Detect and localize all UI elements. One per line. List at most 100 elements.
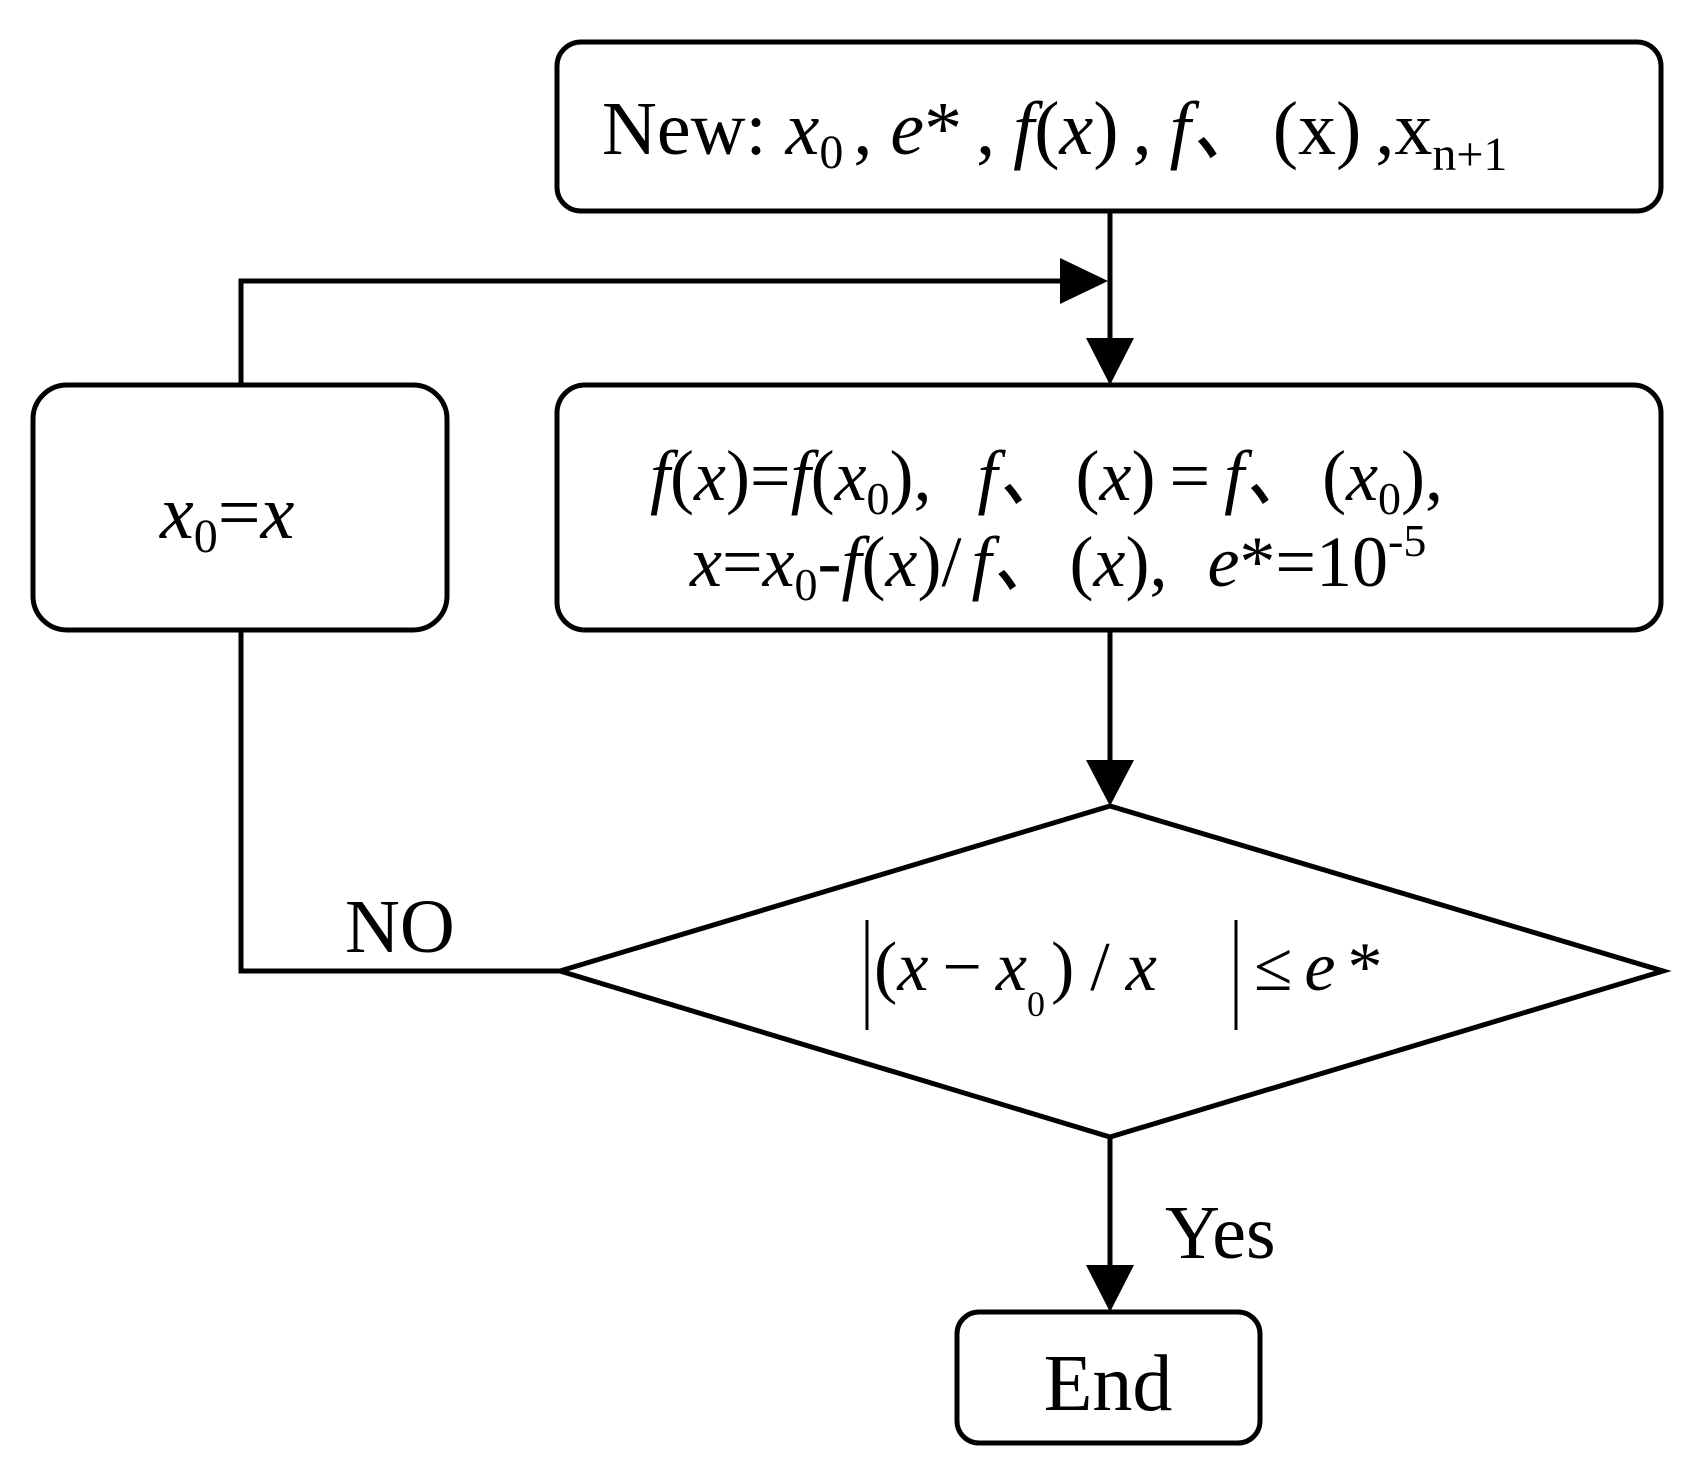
- start-var-x: x: [785, 87, 820, 171]
- start-paren-close-1: ): [1093, 87, 1118, 171]
- c1-x0-2: x: [1345, 436, 1378, 516]
- update-box: [30, 382, 450, 633]
- dec-open: (: [874, 929, 897, 1006]
- arrowhead-loop-return: [1060, 258, 1108, 304]
- c1-eq-2: =: [1169, 436, 1210, 516]
- start-sep-1: ,: [853, 87, 872, 171]
- c1-open-3: (: [1076, 436, 1100, 516]
- start-var-fx-x: x: [1059, 87, 1094, 171]
- start-var-fprime-x: x: [1298, 87, 1336, 171]
- c2-x0-sub: 0: [795, 559, 818, 610]
- c1-x0-sub: 0: [867, 473, 890, 524]
- c2-slash: /: [941, 522, 961, 602]
- start-paren-open-1: (: [1034, 87, 1059, 171]
- connectors: [238, 211, 1134, 1312]
- update-x0: x: [159, 471, 194, 555]
- c1-x0: x: [834, 436, 867, 516]
- c1-open-2: (: [811, 436, 835, 516]
- c1-close-4: ): [1401, 436, 1425, 516]
- c1-comma-2: ,: [1425, 436, 1443, 516]
- start-var-xn-sub: n+1: [1432, 128, 1507, 181]
- c2-eq-1: =: [722, 522, 763, 602]
- c1-open-1: (: [670, 436, 694, 516]
- c1-close-1: ): [726, 436, 750, 516]
- c2-x-2: x: [885, 522, 918, 602]
- c2-x-3: x: [1093, 522, 1126, 602]
- dec-leq: ≤: [1254, 929, 1292, 1006]
- decision-rhs: ≤e*: [1254, 929, 1383, 1006]
- c2-exp: -5: [1388, 515, 1426, 566]
- c1-open-4: (: [1322, 436, 1346, 516]
- c1-close-3: ): [1131, 436, 1155, 516]
- start-text: New: x0,e*,f(x),f、(x),xn+1: [602, 87, 1507, 181]
- dec-slash: /: [1090, 929, 1110, 1006]
- c1-fprime: f、: [978, 436, 1070, 516]
- c2-open-1: (: [862, 522, 886, 602]
- compute-node: f(x)=f(x0),f、(x)=f、(x0), x=x0-f(x)/f、(x)…: [554, 382, 1664, 633]
- edge-update-to-loop: [238, 278, 1065, 385]
- start-prefix: New:: [602, 87, 786, 171]
- start-sep-3: ,: [1133, 87, 1152, 171]
- start-var-xn: x: [1394, 87, 1432, 171]
- update-eq: =: [218, 471, 261, 555]
- dec-minus: −: [942, 929, 981, 1006]
- dec-e: e: [1304, 929, 1335, 1006]
- c1-eq-1: =: [750, 436, 791, 516]
- start-sep-4: ,: [1375, 87, 1394, 171]
- c2-x0: x: [762, 522, 795, 602]
- end-box: [954, 1309, 1263, 1446]
- start-box: [554, 39, 1664, 214]
- dec-star: *: [1348, 929, 1383, 1006]
- compute-line-2: x=x0-f(x)/f、(x),e*=10-5: [689, 515, 1426, 610]
- arrowhead-compute-to-decision: [1086, 760, 1134, 806]
- dec-x0: x: [995, 929, 1027, 1006]
- c1-x0-sub-2: 0: [1378, 473, 1401, 524]
- update-x: x: [260, 471, 295, 555]
- c2-open-2: (: [1070, 522, 1094, 602]
- start-paren-close-2: ): [1336, 87, 1361, 171]
- decision-diamond: [551, 803, 1672, 1140]
- dec-x-2: x: [1125, 929, 1157, 1006]
- dec-close: ): [1051, 929, 1074, 1006]
- no-label: NO: [345, 885, 455, 969]
- c1-fprime-2: f、: [1224, 436, 1316, 516]
- end-node: End: [954, 1309, 1263, 1446]
- c2-e-star: *: [1239, 522, 1275, 602]
- c2-ten: 10: [1316, 522, 1388, 602]
- compute-box: [554, 382, 1664, 633]
- start-var-e: e: [890, 87, 924, 171]
- decision-text: (x−x0)/x: [874, 929, 1157, 1024]
- edge-decision-no-to-update: [238, 630, 560, 974]
- c2-fprime: f、: [972, 522, 1064, 602]
- c1-comma-1: ,: [914, 436, 932, 516]
- start-var-x-sub: 0: [819, 126, 843, 179]
- compute-line-1: f(x)=f(x0),f、(x)=f、(x0),: [650, 436, 1443, 524]
- arrowhead-decision-to-end: [1086, 1265, 1134, 1312]
- dec-x0-sub: 0: [1027, 984, 1045, 1024]
- c1-x: x: [693, 436, 726, 516]
- start-paren-open-2: (: [1273, 87, 1298, 171]
- c1-close-2: ): [890, 436, 914, 516]
- c1-x-2: x: [1099, 436, 1132, 516]
- update-node: x0=x: [30, 382, 450, 633]
- c2-eq-2: =: [1275, 522, 1316, 602]
- c2-close-2: ): [1125, 522, 1149, 602]
- arrowhead-start-to-compute: [1086, 338, 1134, 385]
- yes-label: Yes: [1165, 1191, 1276, 1275]
- start-var-fprime: f、: [1170, 87, 1267, 171]
- update-text: x0=x: [159, 471, 295, 563]
- end-label: End: [1044, 1340, 1173, 1428]
- start-node: New: x0,e*,f(x),f、(x),xn+1: [554, 39, 1664, 214]
- c2-minus: -: [818, 522, 842, 602]
- start-var-e-star: *: [924, 87, 962, 171]
- start-sep-2: ,: [976, 87, 995, 171]
- c2-e: e: [1207, 522, 1239, 602]
- c2-close-1: ): [918, 522, 942, 602]
- c2-comma: ,: [1149, 522, 1167, 602]
- c2-x: x: [689, 522, 722, 602]
- decision-node: (x−x0)/x ≤e*: [551, 803, 1672, 1140]
- update-x0-sub: 0: [194, 510, 218, 563]
- dec-x: x: [896, 929, 928, 1006]
